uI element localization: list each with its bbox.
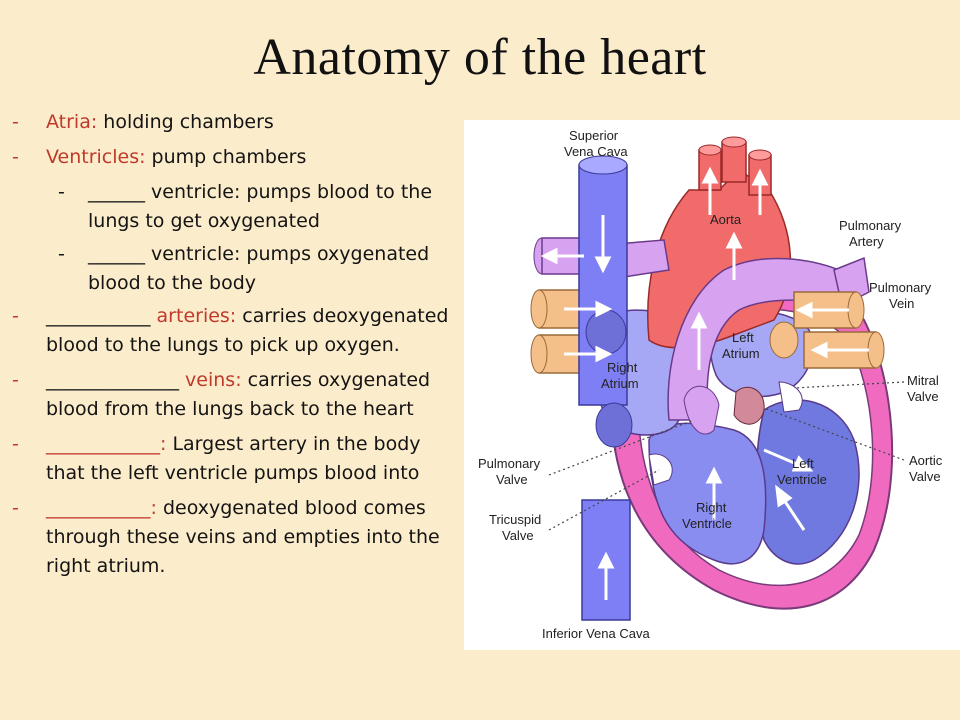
bullet-ventricles: -Ventricles: pump chambers — [12, 146, 307, 168]
label-superior: Superior — [569, 128, 619, 143]
label-vena-cava: Vena Cava — [564, 144, 628, 159]
label-pulmonary-valve-1: Pulmonary — [478, 456, 541, 471]
pulmonary-valve-shape — [683, 385, 720, 435]
bullet-vena-cava: -___________: deoxygenated blood comes t… — [12, 497, 440, 577]
bullet-pulmonary-arteries: -___________ arteries: carries deoxygena… — [12, 305, 449, 356]
mitral-valve-shape — [778, 381, 803, 413]
sub-bullet-left-ventricle: -______ ventricle: pumps oxygenated bloo… — [58, 243, 430, 294]
heart-diagram: Superior Vena Cava Aorta Pulmonary Arter… — [464, 120, 960, 650]
label-mitral-1: Mitral — [907, 373, 939, 388]
sub-bullet-right-ventricle: -______ ventricle: pumps blood to the lu… — [58, 181, 433, 232]
aortic-valve-shape — [733, 387, 765, 425]
label-pulmonary-vein-2: Vein — [889, 296, 914, 311]
label-pulmonary-artery-2: Artery — [849, 234, 884, 249]
bullet-atria: -Atria: holding chambers — [12, 111, 274, 133]
label-mitral-2: Valve — [907, 389, 939, 404]
label-aortic-1: Aortic — [909, 453, 943, 468]
label-left-atrium-1: Left — [732, 330, 754, 345]
label-aortic-2: Valve — [909, 469, 941, 484]
label-aorta: Aorta — [710, 212, 742, 227]
label-pulmonary-vein-1: Pulmonary — [869, 280, 932, 295]
bullet-list: -Atria: holding chambers -Ventricles: pu… — [12, 108, 460, 587]
leader-lines — [548, 381, 905, 531]
label-left-ventricle-2: Ventricle — [777, 472, 827, 487]
label-tricuspid-1: Tricuspid — [489, 512, 541, 527]
label-tricuspid-2: Valve — [502, 528, 534, 543]
slide-title: Anatomy of the heart — [253, 29, 707, 86]
label-right-ventricle-1: Right — [696, 500, 727, 515]
label-pulmonary-valve-2: Valve — [496, 472, 528, 487]
label-right-atrium-1: Right — [607, 360, 638, 375]
heart-diagram-svg: Superior Vena Cava Aorta Pulmonary Arter… — [478, 128, 943, 641]
label-left-ventricle-1: Left — [792, 456, 814, 471]
flow-arrows — [540, 166, 869, 600]
tricuspid-valve-shape — [648, 453, 673, 486]
bullet-pulmonary-veins: -______________ veins: carries oxygenate… — [12, 369, 431, 420]
bullet-aorta: -____________: Largest artery in the bod… — [12, 433, 421, 484]
label-left-atrium-2: Atrium — [722, 346, 760, 361]
label-inferior-vena-cava: Inferior Vena Cava — [542, 626, 650, 641]
label-pulmonary-artery-1: Pulmonary — [839, 218, 902, 233]
label-right-ventricle-2: Ventricle — [682, 516, 732, 531]
label-right-atrium-2: Atrium — [601, 376, 639, 391]
